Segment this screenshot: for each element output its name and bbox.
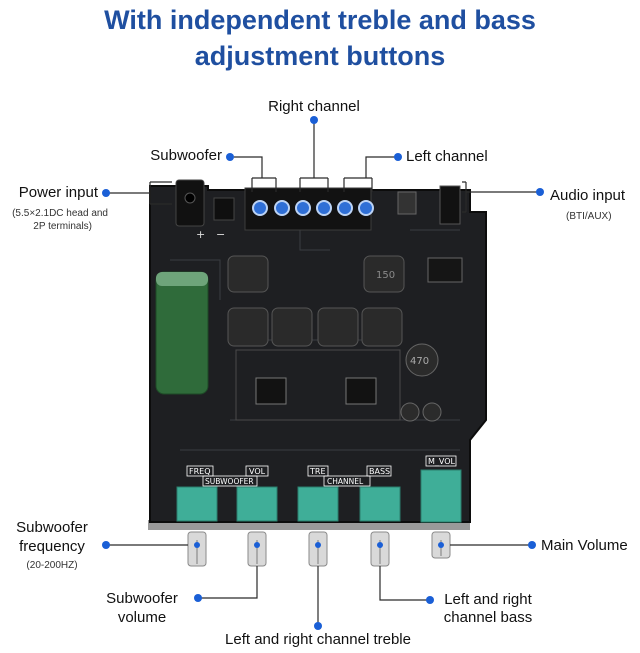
audio-input-detail: (BTI/AUX) [566,211,612,222]
bass-label: BASS [369,467,390,476]
minus-mark: − [216,228,225,241]
channel-treble-label: Left and right channel treble [225,631,411,648]
inductors [227,255,405,347]
tre-label: TRE [309,467,326,476]
input-selector-switch [397,191,417,215]
amplifier-chip-left [255,377,287,405]
headline: With independent treble and bass adjustm… [0,2,640,74]
pot-labels [186,455,457,487]
subwoofer-label: Subwoofer [150,147,222,164]
channel-bass-label-2: channel bass [443,609,533,626]
chip-area-outline [235,349,401,421]
power-input-detail-2: 2P terminals) [33,221,92,232]
channel-bass-label-1: Left and right [444,591,532,608]
subwoofer-frequency-range: (20-200HZ) [26,560,78,571]
audio-input-label: Audio input [550,187,626,204]
subwoofer-frequency-label-2: frequency [19,538,85,555]
subwoofer-volume-label-2: volume [117,609,167,626]
freq-label: FREQ [189,467,211,476]
capacitor-470 [405,343,439,377]
subwoofer-frequency-label-1: Subwoofer [16,519,88,536]
subwoofer-volume-label-1: Subwoofer [106,590,178,607]
mvol-label: M_VOL [428,457,456,466]
knob-shafts [187,531,451,567]
power-input-detail-1: (5.5×2.1DC head and [12,208,108,219]
power-input-label: Power input [18,184,98,201]
left-channel-label: Left channel [406,148,488,165]
power-terminal [213,197,235,221]
callout-lines [108,120,538,624]
potentiometers [176,469,462,523]
small-capacitor-2 [422,402,442,422]
capacitor-marking: 470 [410,356,429,367]
audio-input-connector [439,185,461,225]
filter-capacitor [155,271,209,395]
plus-mark: + [196,228,205,241]
amplifier-chip-right [345,377,377,405]
small-capacitor-1 [400,402,420,422]
channel-group-label: CHANNEL [327,477,364,486]
dc-jack-hole [184,192,196,204]
terminal-screws [252,200,374,216]
headline-line-1: With independent treble and bass [104,5,536,35]
right-channel-label: Right channel [268,98,360,115]
callout-dots [102,116,544,630]
inductor-marking: 150 [376,270,395,281]
capacitor-band [156,272,208,286]
headline-line-2: adjustment buttons [194,41,446,71]
subwoofer-group-label: SUBWOOFER [205,477,254,486]
bluetooth-chip [427,257,463,283]
main-volume-label: Main Volume [541,537,628,554]
vol-label: VOL [249,467,266,476]
